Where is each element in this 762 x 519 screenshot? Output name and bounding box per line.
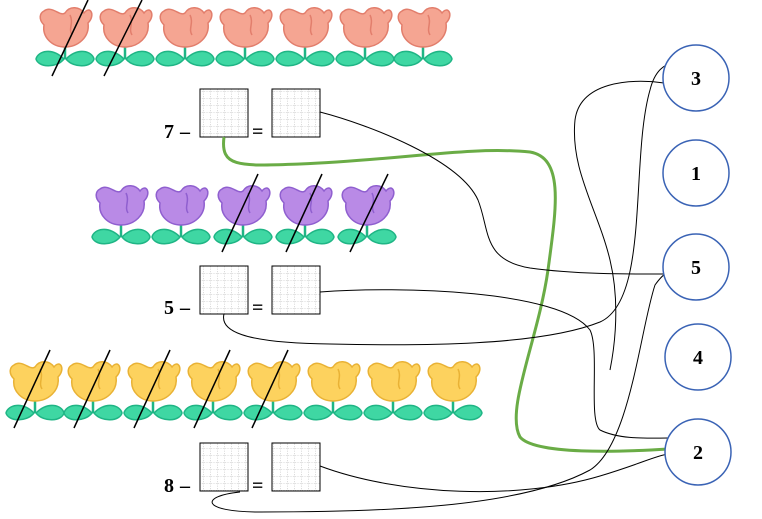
minus-sign: – — [179, 297, 191, 319]
flower-icon — [182, 360, 244, 422]
minuend-label: 7 — [164, 121, 174, 143]
cross-out-mark — [133, 349, 171, 429]
answer-box[interactable] — [199, 442, 249, 492]
flower-icon — [94, 6, 156, 68]
result-box[interactable] — [271, 442, 321, 492]
flower-row-3 — [4, 349, 484, 429]
result-box[interactable] — [271, 265, 321, 315]
flower-icon — [90, 184, 152, 246]
flower-icon — [4, 360, 66, 422]
flower-icon — [212, 184, 274, 246]
flower-icon — [302, 360, 364, 422]
flower-icon — [422, 360, 484, 422]
cross-out-mark — [103, 0, 143, 77]
flower-icon — [122, 360, 184, 422]
cross-out-mark — [349, 173, 389, 253]
cross-out-mark — [285, 173, 323, 253]
answer-circle-label: 4 — [693, 347, 703, 369]
minuend-label: 5 — [164, 297, 174, 319]
equation-row-3: 8 – = — [164, 442, 321, 497]
answer-box[interactable] — [199, 88, 249, 138]
flower-icon — [62, 360, 124, 422]
answer-circle-label: 1 — [691, 163, 701, 185]
flower-icon — [34, 6, 96, 68]
flower-icon — [154, 6, 216, 68]
answer-circle[interactable] — [664, 418, 732, 486]
minus-sign: – — [179, 475, 191, 497]
connector-line — [319, 289, 669, 439]
flower-icon — [336, 184, 398, 246]
connector-line — [211, 271, 669, 513]
cross-out-mark — [193, 349, 231, 429]
cross-out-mark — [221, 173, 259, 253]
flower-row-2 — [90, 173, 398, 253]
equals-sign: = — [252, 121, 263, 143]
cross-out-mark — [51, 0, 89, 77]
connector-lines — [211, 63, 673, 513]
answer-circle[interactable] — [664, 323, 732, 391]
flower-icon — [274, 6, 336, 68]
equals-sign: = — [252, 475, 263, 497]
equals-sign: = — [252, 297, 263, 319]
connector-line — [319, 453, 669, 493]
flower-icon — [274, 184, 336, 246]
equation-row-1: 7 – = — [164, 88, 321, 143]
flower-icon — [150, 184, 212, 246]
green-connector-line — [222, 136, 669, 453]
result-box[interactable] — [271, 88, 321, 138]
cross-out-mark — [251, 349, 289, 429]
connector-line — [573, 80, 665, 371]
flower-icon — [334, 6, 396, 68]
flower-icon — [392, 6, 454, 68]
connector-line — [223, 63, 673, 346]
answer-circles: 3 1 5 4 2 — [662, 44, 732, 486]
cross-out-mark — [13, 349, 51, 429]
equation-row-2: 5 – = — [164, 265, 321, 319]
flower-icon — [242, 360, 304, 422]
flower-icon — [214, 6, 276, 68]
minus-sign: – — [179, 121, 191, 143]
minuend-label: 8 — [164, 475, 174, 497]
answer-circle-label: 5 — [691, 257, 701, 279]
answer-box[interactable] — [199, 265, 249, 315]
connector-line — [319, 111, 665, 275]
answer-circle-label: 2 — [693, 442, 703, 464]
flower-icon — [362, 360, 424, 422]
answer-circle[interactable] — [662, 139, 730, 207]
answer-circle[interactable] — [662, 44, 730, 112]
answer-circle[interactable] — [662, 233, 730, 301]
answer-circle-label: 3 — [691, 68, 701, 90]
cross-out-mark — [73, 349, 111, 429]
flower-row-1 — [34, 0, 454, 77]
